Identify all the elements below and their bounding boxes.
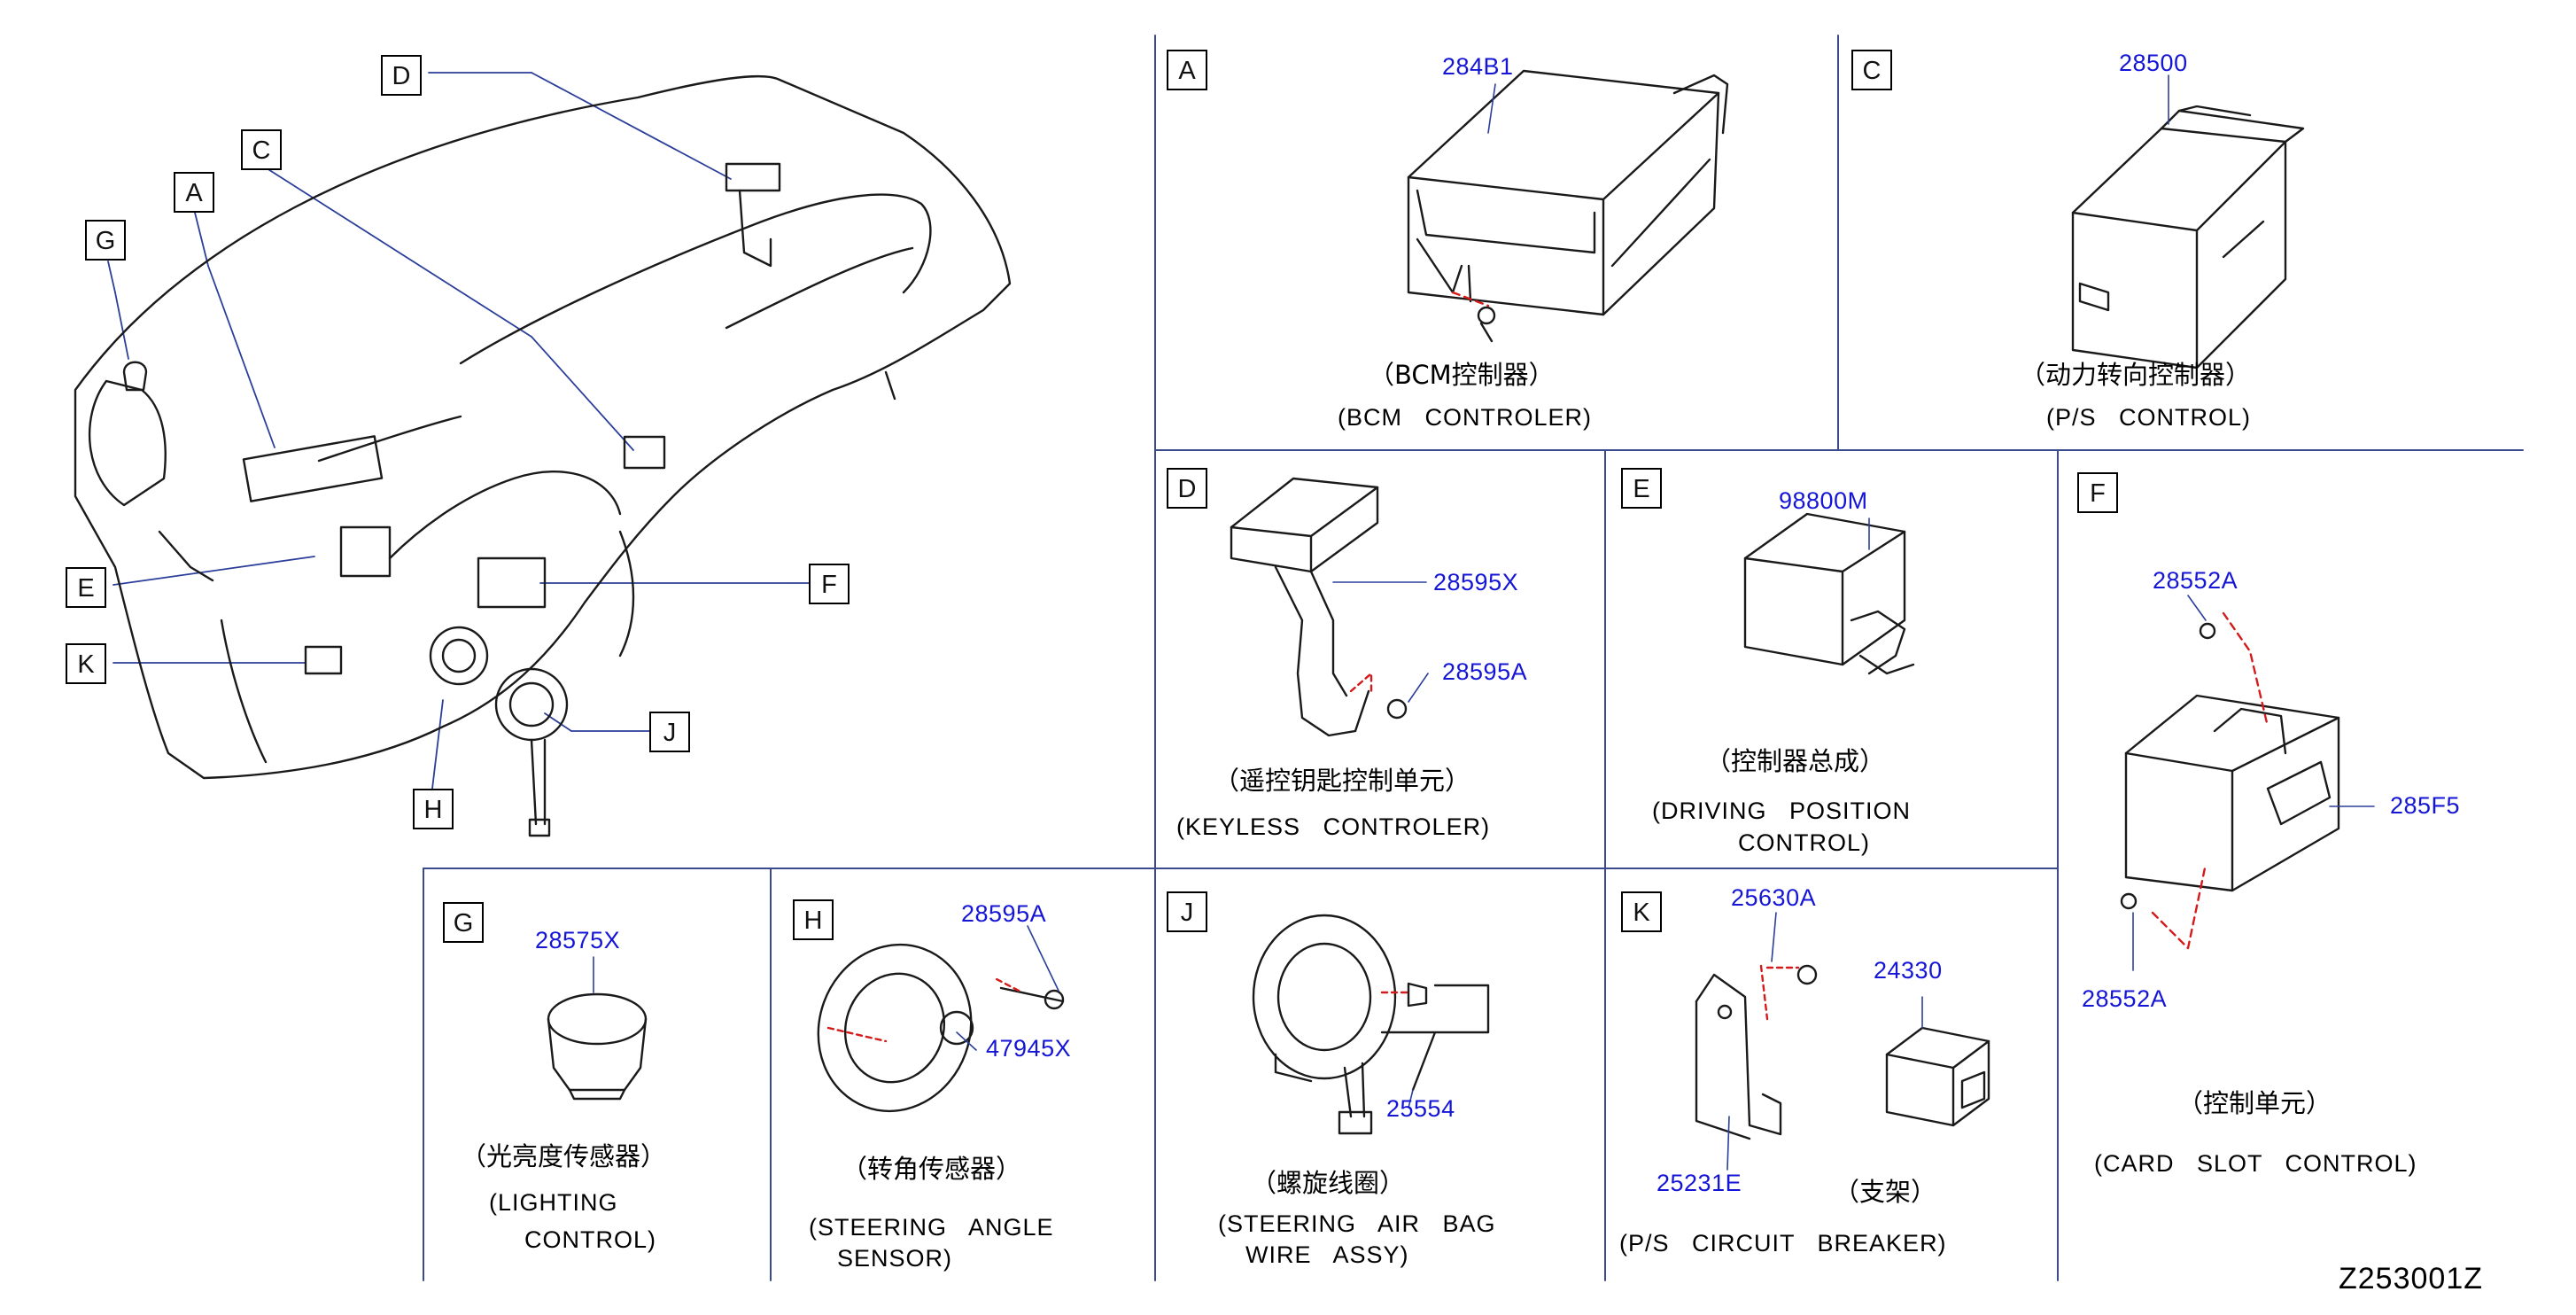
panel-j-name-cn: （螺旋线圈） <box>1251 1168 1406 1198</box>
panel-e-letter: E <box>1621 468 1662 509</box>
panel-c-name-cn: （动力转向控制器） <box>2020 360 2252 390</box>
part-number-47945x[interactable]: 47945X <box>986 1035 1072 1062</box>
overview-callout-c[interactable]: C <box>241 129 282 170</box>
part-number-25630a[interactable]: 25630A <box>1731 884 1817 911</box>
panel-k-letter: K <box>1621 891 1662 932</box>
lighting-sensor-illustration <box>547 992 648 1101</box>
panel-c-name-en: (P/S CONTROL) <box>2046 404 2252 431</box>
part-number-285f5[interactable]: 285F5 <box>2390 792 2461 819</box>
part-number-28595a-d[interactable]: 28595A <box>1442 658 1528 685</box>
overview-callout-j[interactable]: J <box>649 712 690 752</box>
circuit-breaker-illustration <box>1695 964 1990 1171</box>
panel-d-name-cn: （遥控钥匙控制单元） <box>1214 766 1471 796</box>
panel-g-name-en-1: (LIGHTING <box>489 1189 618 1216</box>
part-number-28575x[interactable]: 28575X <box>535 927 621 953</box>
overview-callout-k[interactable]: K <box>66 643 106 684</box>
keyless-controller-illustration <box>1230 477 1408 737</box>
panel-a-name-en: (BCM CONTROLER) <box>1338 404 1592 431</box>
part-number-28595a-h[interactable]: 28595A <box>961 900 1047 927</box>
overview-callout-e[interactable]: E <box>66 567 106 608</box>
card-slot-control-illustration <box>2120 611 2340 950</box>
part-number-25554[interactable]: 25554 <box>1386 1095 1455 1122</box>
panel-k-name-en: (P/S CIRCUIT BREAKER) <box>1619 1230 1947 1257</box>
panel-g-name-cn: （光亮度传感器） <box>461 1141 667 1171</box>
panel-j-name-en-1: (STEERING AIR BAG <box>1218 1210 1496 1237</box>
panel-k-name-cn: （支架） <box>1834 1177 1937 1207</box>
part-number-28500[interactable]: 28500 <box>2119 50 2188 76</box>
overview-callout-d[interactable]: D <box>381 55 422 96</box>
overview-leaders <box>107 72 810 790</box>
panel-e-name-en-2: CONTROL) <box>1738 829 1870 856</box>
part-leaders <box>593 74 2375 1109</box>
part-number-28552a-bottom[interactable]: 28552A <box>2082 985 2168 1012</box>
overview-callout-f[interactable]: F <box>809 564 850 604</box>
panel-j-name-en-2: WIRE ASSY) <box>1245 1241 1409 1268</box>
part-number-25231e[interactable]: 25231E <box>1657 1170 1742 1196</box>
part-number-28595x[interactable]: 28595X <box>1433 569 1519 595</box>
overview-callout-a[interactable]: A <box>174 172 214 213</box>
part-number-24330[interactable]: 24330 <box>1874 957 1943 984</box>
driving-position-control-illustration <box>1743 512 1915 675</box>
overview-parts <box>122 162 781 837</box>
bcm-controller-illustration <box>1407 69 1729 343</box>
part-number-98800m[interactable]: 98800M <box>1779 487 1868 514</box>
panel-d-name-en: (KEYLESS CONTROLER) <box>1176 813 1491 840</box>
panel-h-name-en-1: (STEERING ANGLE <box>809 1214 1054 1241</box>
part-number-284b1[interactable]: 284B1 <box>1442 53 1514 80</box>
panel-h-letter: H <box>793 899 834 940</box>
panel-c-letter: C <box>1851 50 1892 90</box>
panel-f-letter: F <box>2077 472 2118 513</box>
panel-g-name-en-2: CONTROL) <box>524 1226 656 1253</box>
panel-j-letter: J <box>1167 891 1207 932</box>
panel-g-letter: G <box>443 902 484 943</box>
panel-e-name-cn: （控制器总成） <box>1705 746 1886 776</box>
panel-grid <box>423 35 2524 1281</box>
ps-control-illustration <box>2071 105 2305 370</box>
panel-f-name-cn: （控制单元） <box>2177 1088 2332 1118</box>
steering-angle-sensor-illustration <box>817 943 1065 1113</box>
overview-callout-h[interactable]: H <box>413 789 454 829</box>
panel-h-name-en-2: SENSOR) <box>837 1245 953 1272</box>
panel-e-name-en-1: (DRIVING POSITION <box>1652 798 1912 824</box>
panel-f-name-en: (CARD SLOT CONTROL) <box>2094 1150 2417 1177</box>
diagram-id: Z253001Z <box>2339 1262 2483 1296</box>
panel-d-letter: D <box>1167 468 1207 509</box>
spiral-cable-illustration <box>1252 914 1490 1135</box>
panel-h-name-cn: （转角传感器） <box>842 1154 1022 1184</box>
overview-callout-g[interactable]: G <box>85 220 126 261</box>
panel-a-letter: A <box>1167 50 1207 90</box>
dashboard-outline <box>74 74 1012 780</box>
panel-a-name-cn: （BCM控制器） <box>1369 360 1555 390</box>
part-number-28552a-top[interactable]: 28552A <box>2153 567 2238 594</box>
